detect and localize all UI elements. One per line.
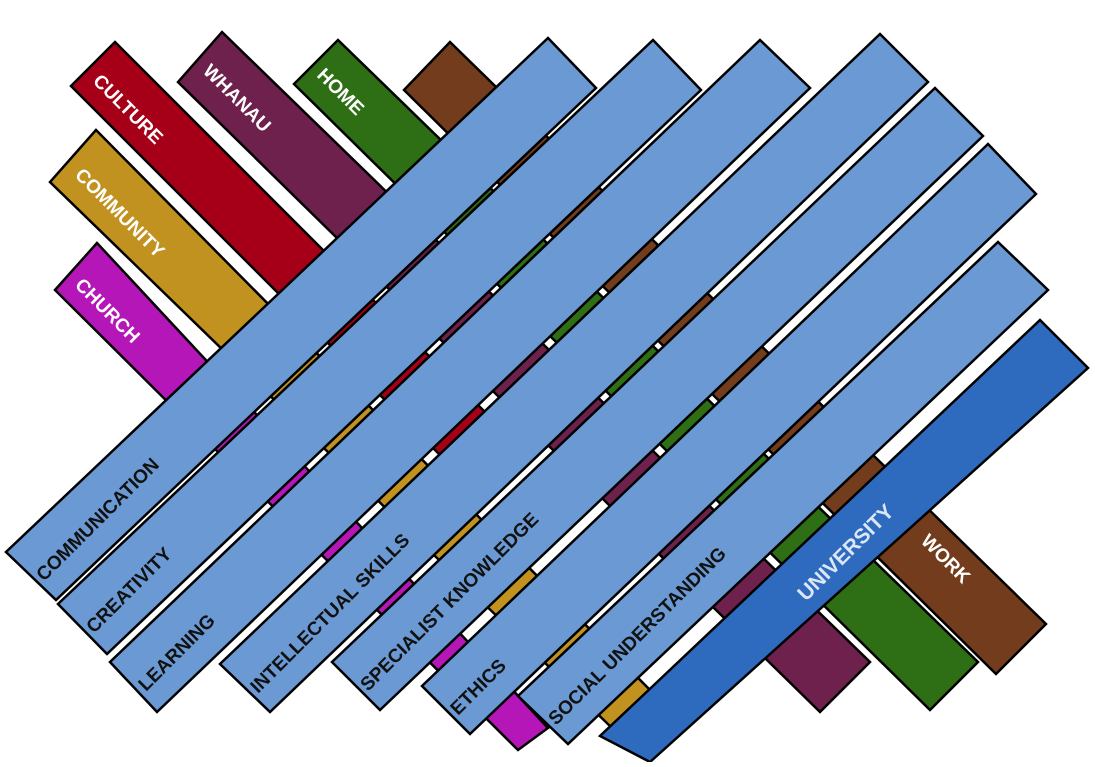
communication-band bbox=[4, 36, 598, 602]
intellectual-skills-band bbox=[218, 32, 930, 714]
ethics-band bbox=[420, 142, 1038, 736]
specialist-knowledge-band bbox=[330, 86, 985, 712]
creativity-band bbox=[56, 38, 703, 656]
university-band bbox=[597, 318, 1090, 762]
attribute-bands bbox=[4, 32, 1090, 762]
social-understanding-band bbox=[516, 240, 1050, 746]
learning-band bbox=[108, 38, 812, 714]
